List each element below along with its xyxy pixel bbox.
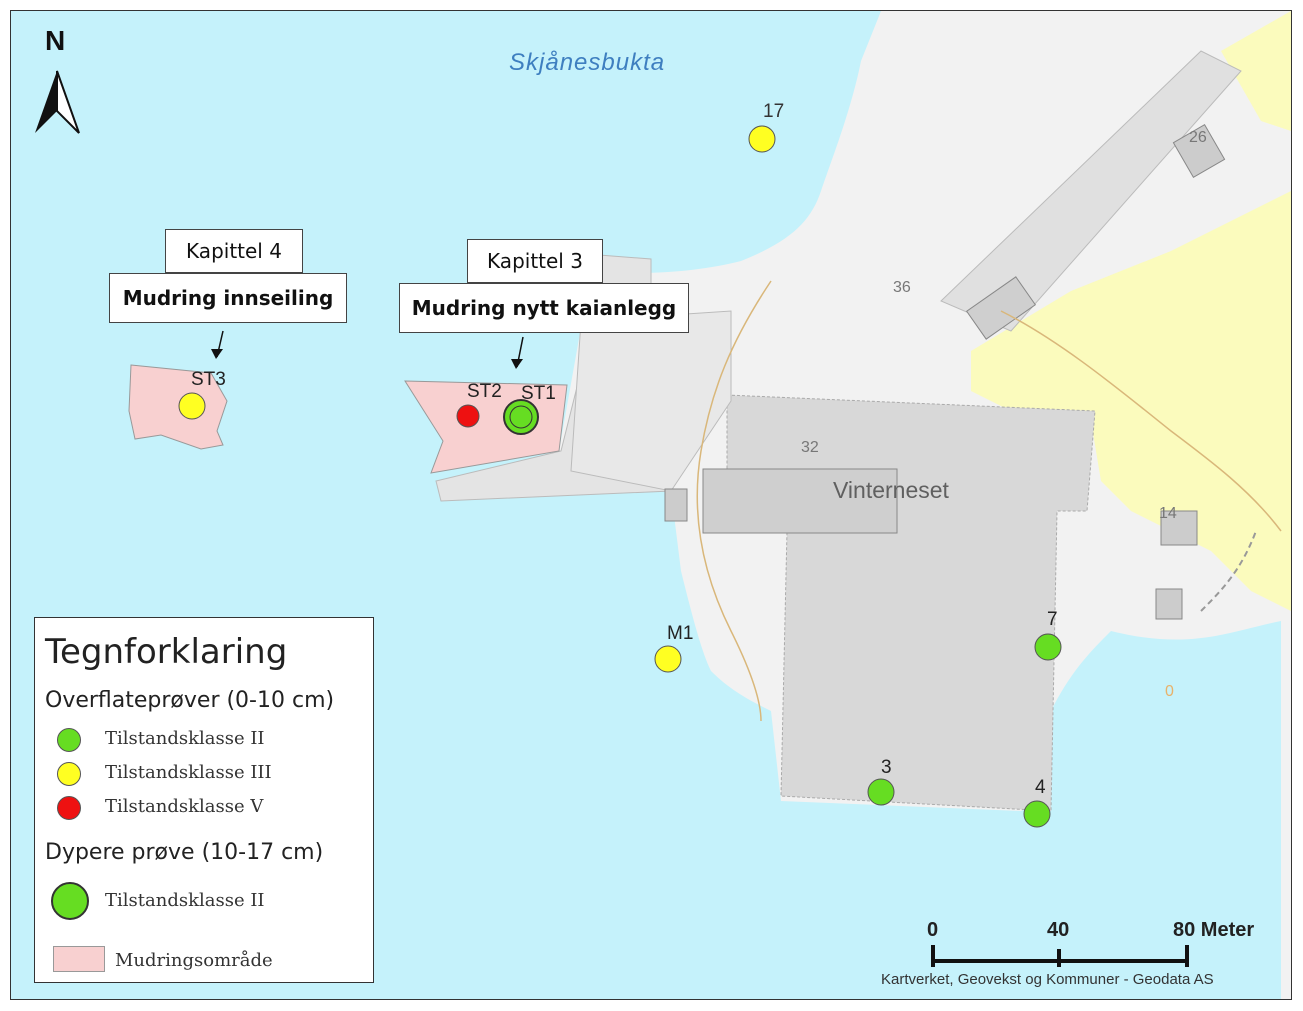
shed — [664, 488, 688, 522]
legend-deep-heading: Dypere prøve (10-17 cm) — [45, 840, 324, 865]
legend-item-class-iii: Tilstandsklasse III — [105, 762, 272, 783]
sample-label-st3: ST3 — [191, 369, 226, 390]
callout-dredging-inlet: Mudring innseiling — [109, 273, 347, 323]
building-26 — [1172, 123, 1226, 179]
callout-arrowhead-quay — [511, 359, 523, 369]
credit-text: Kartverket, Geovekst og Kommuner - Geoda… — [881, 971, 1214, 988]
north-label: N — [45, 25, 66, 56]
sample-point-3 — [867, 778, 895, 806]
scale-label-80: 80 Meter — [1173, 919, 1255, 941]
building-ne — [965, 276, 1037, 340]
sample-label-st2: ST2 — [467, 381, 502, 402]
field-area-north — [1221, 11, 1291, 131]
sample-label-st1: ST1 — [521, 383, 556, 404]
building — [702, 468, 898, 534]
sample-point-st1-inner — [509, 405, 533, 429]
building-s — [1155, 588, 1183, 620]
bay-label: Skjånesbukta — [509, 49, 666, 76]
legend: Tegnforklaring Overflateprøver (0-10 cm)… — [34, 617, 374, 983]
scale-label-0: 0 — [927, 919, 939, 941]
field-area — [971, 191, 1291, 611]
legend-surface-heading: Overflateprøver (0-10 cm) — [45, 688, 335, 713]
legend-dot-class-ii — [57, 728, 81, 752]
sample-point-st2 — [456, 404, 480, 428]
dredging-area-west — [128, 364, 228, 450]
house-number-36: 36 — [893, 279, 911, 296]
scale-label-40: 40 — [1047, 919, 1070, 941]
sample-point-4 — [1023, 800, 1051, 828]
quay-platform — [570, 310, 732, 492]
legend-dot-deep-class-ii — [51, 882, 89, 920]
building-14 — [1160, 510, 1198, 546]
house-number-14: 14 — [1159, 505, 1177, 522]
legend-item-class-v: Tilstandsklasse V — [105, 796, 264, 817]
callout-dredging-quay: Mudring nytt kaianlegg — [399, 283, 689, 333]
footpath — [696, 280, 772, 722]
legend-item-deep-class-ii: Tilstandsklasse II — [105, 890, 265, 911]
scale-bar — [931, 945, 1189, 967]
sample-label-7: 7 — [1047, 609, 1058, 630]
sample-point-7 — [1034, 633, 1062, 661]
sample-point-st3 — [178, 392, 206, 420]
sample-label-4: 4 — [1035, 777, 1046, 798]
sample-point-17 — [748, 125, 776, 153]
sample-label-3: 3 — [881, 757, 892, 778]
legend-swatch-dredging — [53, 946, 105, 972]
track — [1200, 530, 1257, 612]
callout-chapter-4: Kapittel 4 — [165, 229, 303, 273]
house-number-26: 26 — [1189, 129, 1207, 146]
house-number-0: 0 — [1165, 683, 1174, 700]
house-number-17: 17 — [763, 101, 785, 122]
callout-arrowhead-west — [211, 349, 223, 359]
callout-chapter-3: Kapittel 3 — [467, 239, 603, 283]
legend-dot-class-iii — [57, 762, 81, 786]
legend-item-dredging: Mudringsområde — [115, 950, 273, 971]
sample-label-m1: M1 — [667, 623, 694, 644]
legend-title: Tegnforklaring — [45, 632, 288, 672]
sample-point-m1 — [654, 645, 682, 673]
north-arrow-icon — [35, 70, 80, 134]
sample-layer — [178, 125, 1062, 828]
legend-item-class-ii: Tilstandsklasse II — [105, 728, 265, 749]
footpath-east — [1000, 310, 1282, 532]
house-number-32: 32 — [801, 439, 819, 456]
place-label: Vinterneset — [833, 477, 949, 503]
map-frame: Skjånesbukta Vinterneset 17 26 36 32 14 … — [10, 10, 1292, 1000]
legend-dot-class-v — [57, 796, 81, 820]
